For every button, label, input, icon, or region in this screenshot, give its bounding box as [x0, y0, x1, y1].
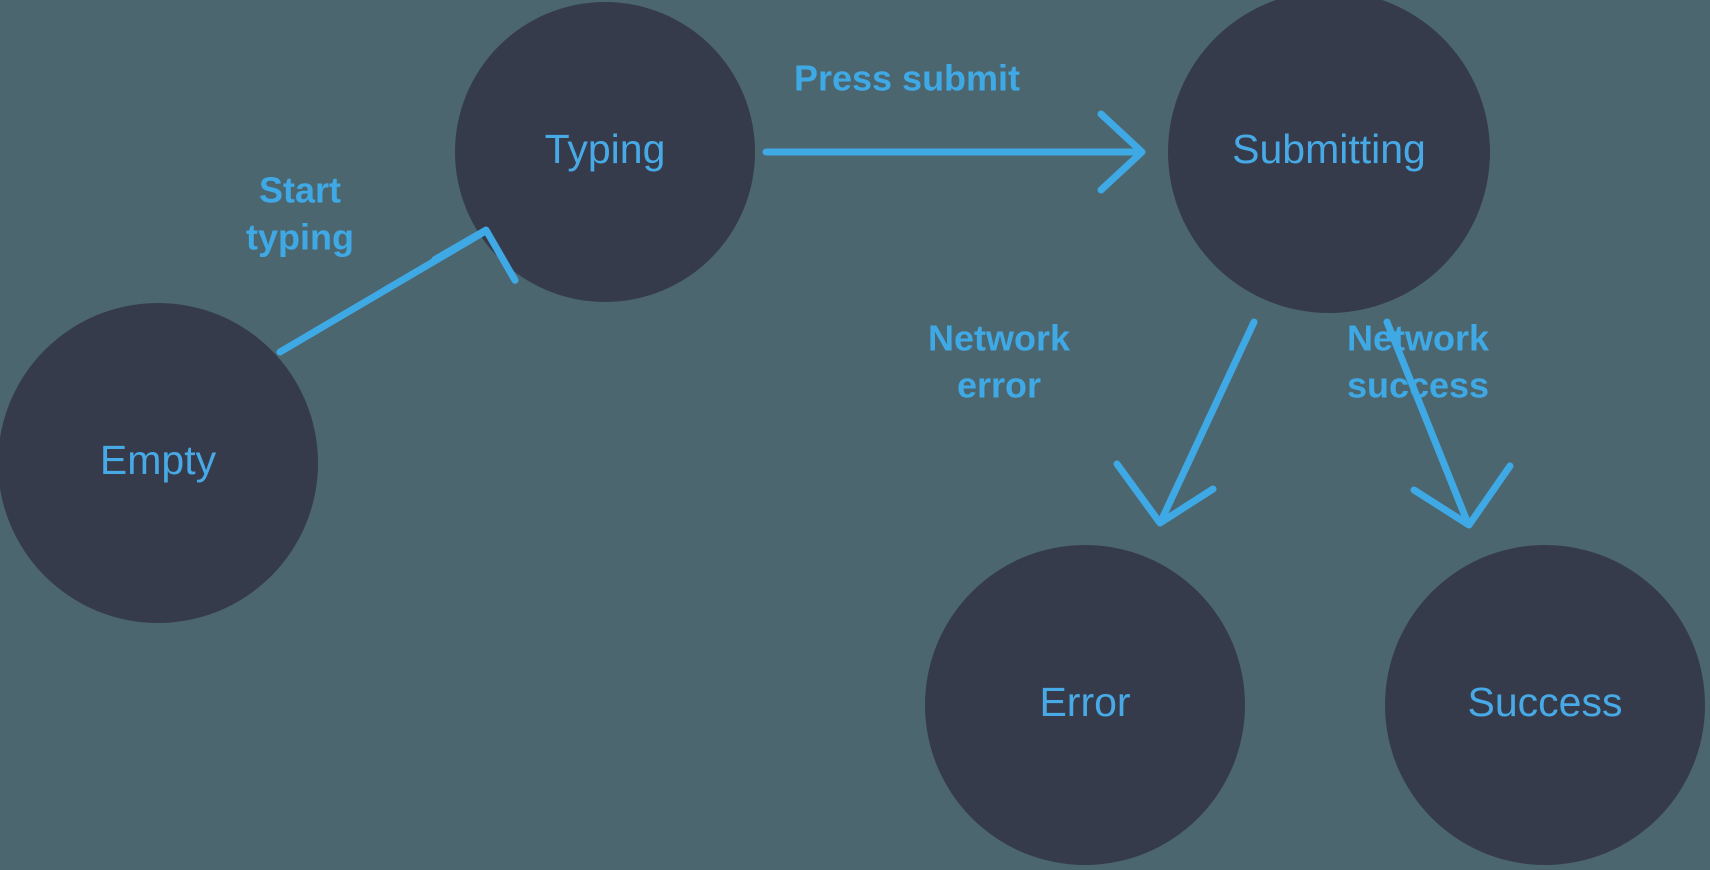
edge-typing-to-submitting-label: Press submit	[794, 58, 1020, 99]
node-empty-label: Empty	[100, 437, 217, 483]
edge-submitting-to-error-label-line1: Network	[928, 318, 1071, 359]
edge-submitting-to-error-line[interactable]	[1158, 318, 1258, 523]
edge-submitting-to-success-label-line1: Network	[1347, 318, 1490, 359]
node-empty-circle[interactable]	[0, 303, 318, 623]
node-success-circle[interactable]	[1385, 545, 1705, 865]
edge-typing-to-submitting[interactable]: Press submit	[762, 58, 1146, 194]
edge-submitting-to-success-line[interactable]	[1383, 318, 1471, 525]
edge-submitting-to-error-label-line2: error	[957, 365, 1041, 406]
edge-empty-to-typing-arrowhead	[431, 226, 519, 284]
edge-typing-to-submitting-arrowhead	[1097, 110, 1146, 194]
edge-submitting-to-success-label-line2: success	[1347, 365, 1489, 406]
edge-submitting-to-success[interactable]: Network success	[1347, 318, 1514, 529]
node-typing[interactable]: Typing	[455, 2, 755, 302]
node-error-circle[interactable]	[925, 545, 1245, 865]
node-submitting-circle[interactable]	[1168, 0, 1490, 313]
node-error-label: Error	[1039, 679, 1130, 725]
edge-empty-to-typing-label-line2: typing	[246, 217, 354, 258]
edge-empty-to-typing[interactable]: Start typing	[246, 170, 519, 356]
edge-submitting-to-success-arrowhead	[1410, 462, 1514, 529]
node-typing-circle[interactable]	[455, 2, 755, 302]
node-submitting[interactable]: Submitting	[1168, 0, 1490, 313]
node-submitting-label: Submitting	[1232, 126, 1426, 172]
node-success[interactable]: Success	[1385, 545, 1705, 865]
node-typing-label: Typing	[545, 126, 666, 172]
node-success-label: Success	[1468, 679, 1623, 725]
edge-empty-to-typing-label-line1: Start	[259, 170, 341, 211]
edge-submitting-to-error[interactable]: Network error	[928, 318, 1258, 527]
node-error[interactable]: Error	[925, 545, 1245, 865]
edge-submitting-to-error-arrowhead	[1113, 460, 1217, 527]
node-empty[interactable]: Empty	[0, 303, 318, 623]
